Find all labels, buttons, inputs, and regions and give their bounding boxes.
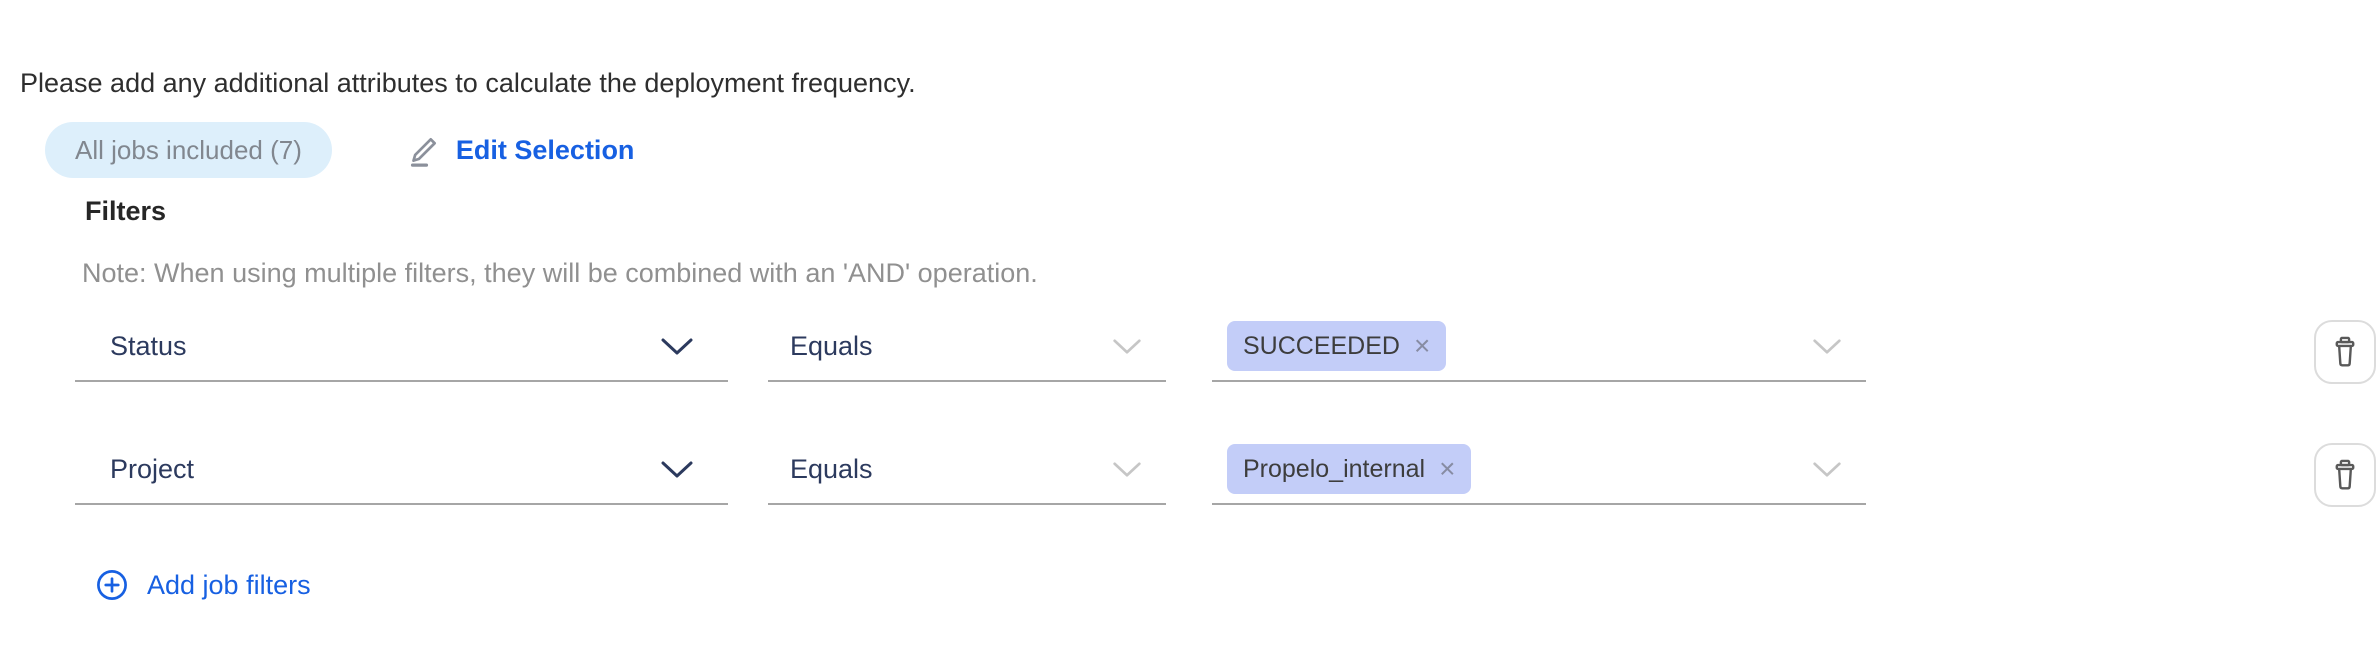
- remove-value-icon[interactable]: ×: [1413, 330, 1431, 361]
- operator-select[interactable]: Equals: [768, 312, 1166, 382]
- edit-selection-link[interactable]: Edit Selection: [406, 131, 635, 169]
- chevron-down-icon: [1812, 338, 1842, 355]
- chevron-down-icon: [1112, 338, 1142, 355]
- add-job-filters-label: Add job filters: [147, 569, 311, 600]
- chevron-down-icon: [660, 460, 694, 479]
- filter-value-label: Propelo_internal: [1243, 454, 1426, 483]
- operator-select[interactable]: Equals: [768, 435, 1166, 505]
- values-multiselect[interactable]: SUCCEEDED ×: [1212, 312, 1866, 382]
- edit-selection-label: Edit Selection: [455, 134, 635, 165]
- filter-row: Project Equals Propelo_internal ×: [75, 435, 2376, 507]
- attribute-select-value: Project: [110, 453, 195, 484]
- trash-icon: [2328, 334, 2362, 370]
- filters-note: Note: When using multiple filters, they …: [82, 258, 1038, 288]
- filters-heading: Filters: [85, 196, 167, 226]
- chevron-down-icon: [660, 337, 694, 356]
- jobs-included-badge: All jobs included (7): [45, 122, 332, 178]
- attribute-select-value: Status: [110, 330, 187, 361]
- operator-select-value: Equals: [790, 453, 873, 484]
- add-job-filters-link[interactable]: Add job filters: [95, 568, 311, 602]
- values-multiselect[interactable]: Propelo_internal ×: [1212, 435, 1866, 505]
- filter-value-label: SUCCEEDED: [1243, 331, 1400, 360]
- filter-value-tag: SUCCEEDED ×: [1227, 321, 1447, 371]
- edit-pencil-icon: [406, 131, 442, 169]
- filter-value-tag: Propelo_internal ×: [1227, 444, 1472, 494]
- chevron-down-icon: [1112, 461, 1142, 478]
- plus-circle-icon: [95, 568, 129, 602]
- delete-filter-button[interactable]: [2314, 320, 2376, 384]
- attribute-select[interactable]: Project: [75, 435, 728, 505]
- filter-row: Status Equals SUCCEEDED ×: [75, 312, 2376, 384]
- attribute-select[interactable]: Status: [75, 312, 728, 382]
- trash-icon: [2328, 457, 2362, 493]
- jobs-summary-row: All jobs included (7) Edit Selection: [45, 122, 634, 178]
- intro-text: Please add any additional attributes to …: [20, 68, 916, 98]
- chevron-down-icon: [1812, 461, 1842, 478]
- remove-value-icon[interactable]: ×: [1439, 453, 1456, 484]
- operator-select-value: Equals: [790, 330, 873, 361]
- delete-filter-button[interactable]: [2314, 443, 2376, 507]
